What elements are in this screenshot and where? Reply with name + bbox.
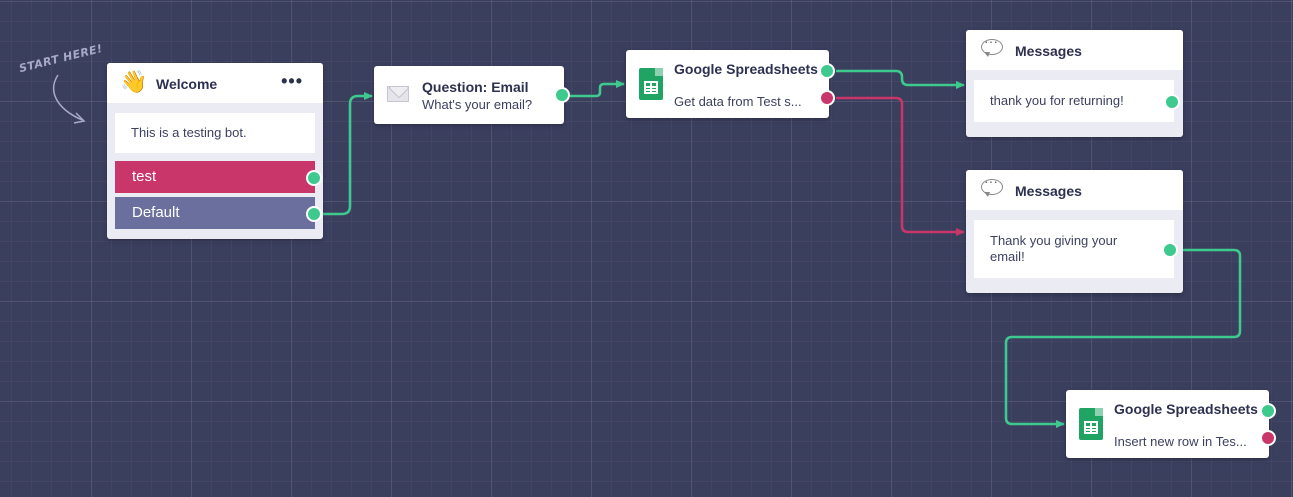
sheets-get-title: Google Spreadsheets — [674, 61, 818, 77]
question-email-title: Question: Email — [422, 79, 529, 95]
question-email-subtitle: What's your email? — [422, 97, 533, 112]
test-button[interactable]: test — [115, 161, 315, 193]
messages-email-header: Messages — [966, 170, 1183, 210]
wire-sheets-success-to-messages — [836, 69, 965, 89]
welcome-title: Welcome — [156, 76, 218, 92]
waving-hand-icon: 👋 — [120, 69, 148, 94]
default-button-port[interactable] — [306, 206, 322, 222]
speech-bubble-icon — [981, 33, 1003, 55]
google-sheets-icon — [639, 68, 663, 100]
welcome-header: 👋 Welcome ••• — [107, 63, 323, 103]
sheets-insert-subtitle: Insert new row in Tes... — [1114, 434, 1247, 449]
google-sheets-icon — [1079, 408, 1103, 440]
google-sheets-insert-node[interactable]: Google Spreadsheets Insert new row in Te… — [1066, 390, 1276, 458]
messages-returning-title: Messages — [1015, 43, 1082, 59]
messages-email-text: Thank you giving your email! — [974, 220, 1174, 278]
wire-default-to-question — [322, 92, 373, 216]
test-button-label: test — [132, 168, 157, 185]
sheets-insert-title: Google Spreadsheets — [1114, 401, 1258, 417]
messages-returning-node[interactable]: Messages thank you for returning! — [966, 30, 1183, 137]
test-button-port[interactable] — [306, 170, 322, 186]
messages-returning-text: thank you for returning! — [974, 80, 1174, 122]
messages-returning-port[interactable] — [1164, 94, 1180, 110]
wire-sheets-failure-to-messages — [836, 96, 965, 236]
wire-messages-to-sheets-insert — [1004, 248, 1242, 428]
messages-email-port[interactable] — [1162, 242, 1178, 258]
google-sheets-get-node[interactable]: Google Spreadsheets Get data from Test s… — [626, 50, 835, 118]
default-button-label: Default — [132, 204, 180, 221]
sheets-get-failure-port[interactable] — [819, 90, 835, 106]
wire-question-to-sheets — [570, 80, 625, 98]
sheets-insert-failure-port[interactable] — [1260, 430, 1276, 446]
messages-returning-header: Messages — [966, 30, 1183, 70]
question-email-node[interactable]: Question: Email What's your email? — [374, 66, 570, 124]
envelope-icon — [387, 86, 409, 102]
sheets-get-subtitle: Get data from Test s... — [674, 94, 802, 109]
messages-email-node[interactable]: Messages Thank you giving your email! — [966, 170, 1183, 293]
messages-email-title: Messages — [1015, 183, 1082, 199]
sheets-insert-success-port[interactable] — [1260, 403, 1276, 419]
more-options-icon[interactable]: ••• — [281, 71, 303, 91]
default-button[interactable]: Default — [115, 197, 315, 229]
welcome-message: This is a testing bot. — [115, 113, 315, 153]
sheets-get-success-port[interactable] — [819, 63, 835, 79]
welcome-node[interactable]: 👋 Welcome ••• This is a testing bot. tes… — [107, 63, 323, 239]
start-here-arrow — [53, 74, 83, 121]
speech-bubble-icon — [981, 173, 1003, 195]
question-email-port[interactable] — [554, 87, 570, 103]
